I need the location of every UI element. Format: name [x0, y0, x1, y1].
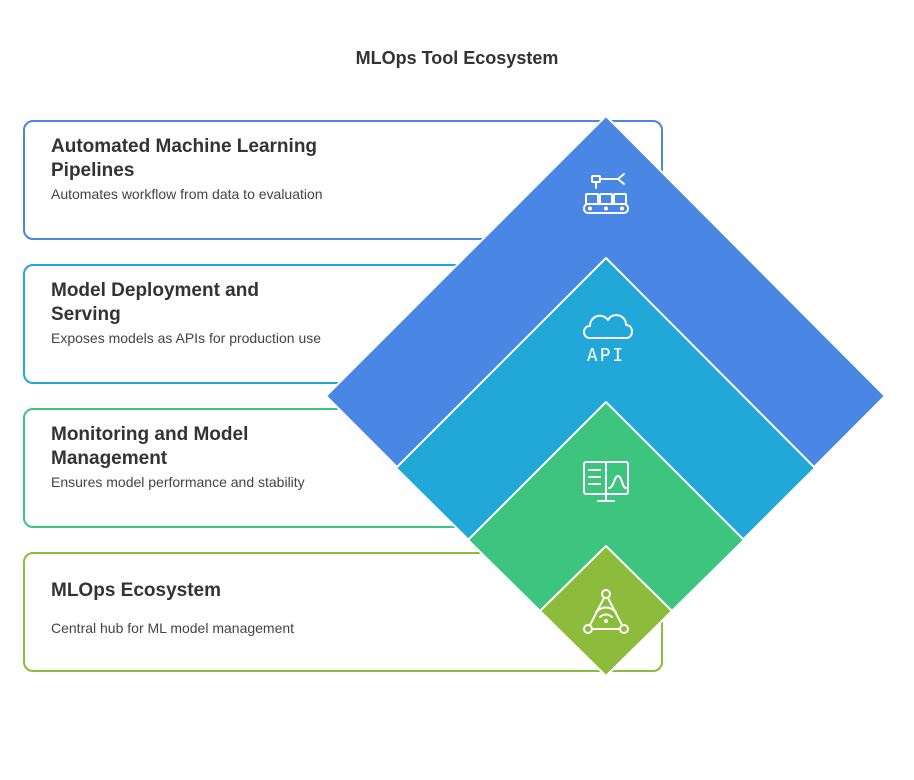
api-label: API [587, 345, 626, 366]
cloud-api-icon: API [583, 314, 633, 366]
wireless-hub-icon [583, 589, 629, 634]
conveyor-belt-robot-arm-icon [583, 173, 629, 214]
layer-description: Automates workflow from data to evaluati… [51, 186, 323, 202]
layer-title: Model Deployment and Serving [51, 280, 259, 325]
layer-title: Automated Machine Learning Pipelines [51, 136, 318, 181]
layer-title: Monitoring and Model Management [51, 424, 249, 469]
diamond-ecosystem [539, 545, 673, 677]
layer-description: Exposes models as APIs for production us… [51, 330, 322, 346]
layer-description: Ensures model performance and stability [51, 474, 305, 490]
diagram-title: MLOps Tool Ecosystem [355, 48, 559, 68]
layer-description: Central hub for ML model management [51, 620, 295, 636]
monitor-dashboard-icon [583, 461, 629, 502]
layer-title: MLOps Ecosystem [51, 580, 221, 601]
